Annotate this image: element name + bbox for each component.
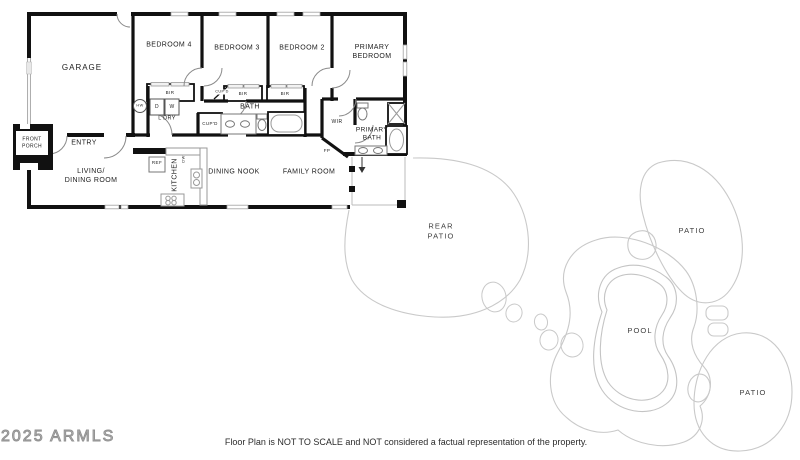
vanity-icon — [220, 113, 257, 135]
vanity-icon — [354, 145, 388, 156]
front-porch — [13, 124, 53, 170]
patio-outline-upper — [627, 159, 743, 304]
bir-label-bed4: BIR — [165, 90, 175, 96]
dining-nook-label: DINING NOOK — [208, 168, 260, 176]
toilet-icon — [256, 113, 268, 131]
water-heater-icon — [133, 99, 147, 113]
family-room-label: FAMILY ROOM — [282, 168, 336, 176]
bath-label: BATH — [240, 103, 260, 111]
bathtub-icon — [267, 111, 306, 136]
kitchen-label: KITCHEN — [171, 158, 179, 192]
shower-icon — [387, 102, 406, 125]
kitchen-fixtures — [148, 147, 208, 207]
patio-lower-label: PATIO — [739, 388, 767, 398]
wardrobe-door-marks — [150, 82, 303, 89]
disclaimer-text: Floor Plan is NOT TO SCALE and NOT consi… — [224, 437, 588, 447]
sink-icon — [190, 168, 203, 189]
dryer-icon — [149, 98, 165, 116]
patio-door-arrow — [358, 157, 366, 173]
laundry-label: L'DRY — [158, 115, 176, 122]
cupd-label-bath: CUP'D — [202, 121, 218, 127]
entry-label: ENTRY — [71, 139, 97, 147]
garage-door-window — [26, 58, 32, 128]
bath-fixtures — [220, 111, 306, 136]
patio-outline-lower — [687, 305, 793, 452]
garage-label: GARAGE — [61, 62, 103, 72]
primary-bedroom-label: PRIMARY BEDROOM — [352, 43, 392, 60]
fp-label: FP — [323, 148, 331, 154]
living-dining-label: LIVING/ DINING ROOM — [64, 167, 118, 184]
laundry-fixtures — [133, 98, 180, 116]
kitchen-wall-stub — [133, 148, 166, 154]
pool-label: POOL — [627, 326, 653, 336]
pool-outline — [593, 264, 678, 413]
bedroom2-label: BEDROOM 2 — [279, 44, 325, 52]
windows — [104, 11, 408, 210]
bir-label-bed2: BIR — [280, 91, 290, 97]
wir-label: WIR — [331, 118, 343, 125]
patio-upper-label: PATIO — [678, 226, 706, 236]
bedroom4-label: BEDROOM 4 — [146, 41, 192, 49]
stepping-stones — [481, 281, 584, 358]
ref-label: REF — [151, 160, 163, 166]
front-porch-label: FRONT PORCH — [21, 136, 43, 150]
primary-bath-fixtures — [354, 102, 408, 156]
bathtub-icon — [385, 125, 408, 155]
rear-patio-label: REAR PATIO — [427, 221, 455, 240]
hw-label: HW — [136, 103, 144, 108]
rear-patio-outline — [344, 157, 529, 318]
bir-label-bed3: BIR — [238, 91, 248, 97]
washer-icon — [164, 98, 180, 116]
toilet-icon — [356, 102, 369, 121]
cupd-label-hall: CUP'D — [214, 89, 230, 95]
pool-deck-outline — [549, 236, 711, 447]
primary-bath-label: PRIMARY BATH — [355, 126, 389, 142]
dryer-label: D — [154, 103, 160, 110]
dw-label: DW — [181, 155, 186, 163]
covered-patio — [349, 157, 406, 208]
armls-watermark: 2025 ARMLS — [1, 428, 116, 446]
cooktop-island-icon — [160, 193, 185, 207]
washer-label: W — [169, 103, 175, 110]
bedroom3-label: BEDROOM 3 — [214, 44, 260, 52]
refrigerator-icon — [148, 156, 166, 173]
